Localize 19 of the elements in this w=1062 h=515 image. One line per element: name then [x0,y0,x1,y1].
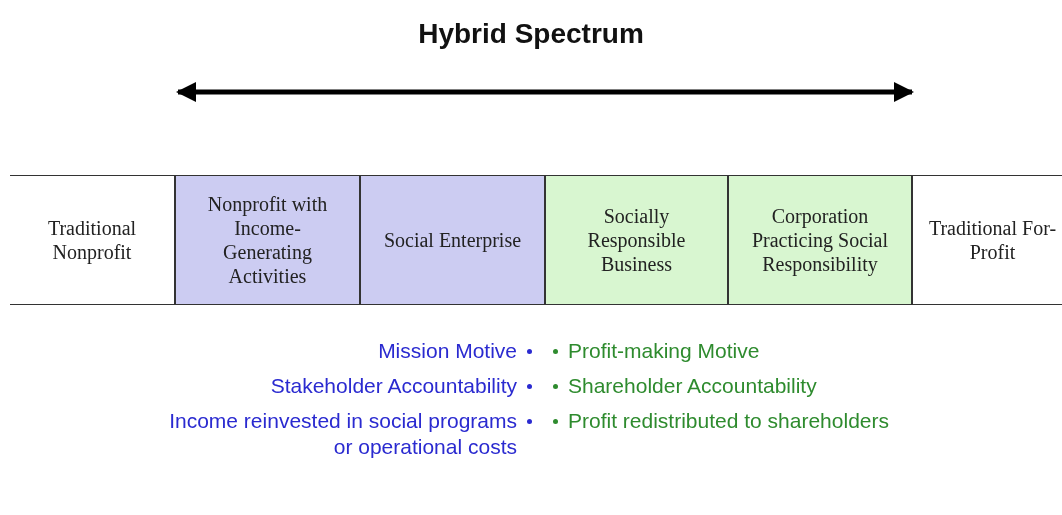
title: Hybrid Spectrum [417,18,645,50]
feature-bullet: Stakeholder Accountability [17,373,535,399]
spectrum-box [912,175,1062,305]
feature-bullet: Shareholder Accountability [550,373,817,399]
category-text: Traditional For-Profit [927,216,1058,264]
spectrum-box [360,175,545,305]
feature-bullet: Profit redistributed to shareholders [550,408,889,434]
category-text: Social Enterprise [383,228,522,252]
category-text: Traditional Nonprofit [46,216,138,264]
spectrum-box [10,175,175,305]
feature-bullet: Profit-making Motive [550,338,760,364]
feature-bullet: Income reinvested in social programs or operational costs [145,408,535,460]
category-text: Nonprofit with Income-Generating Activities [206,192,329,288]
category-text: Socially Responsible Business [586,204,687,276]
spectrum-box [545,175,728,305]
category-text: Corporation Practicing Social Responsibility [750,204,890,276]
spectrum-box [175,175,360,305]
feature-bullet: Mission Motive [17,338,535,364]
spectrum-box [728,175,912,305]
